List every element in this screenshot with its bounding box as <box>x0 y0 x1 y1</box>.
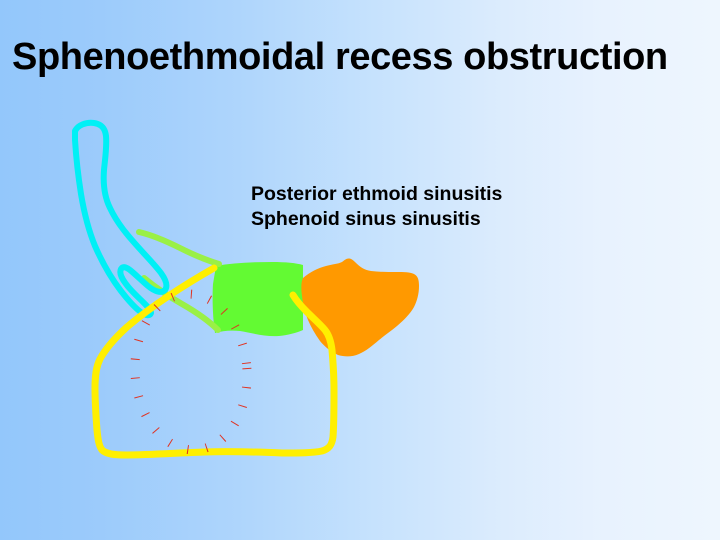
obstruction-marker-oval <box>130 289 252 455</box>
sphenoid-sinus-region <box>301 258 419 357</box>
posterior-ethmoid-sinus-region <box>212 262 303 337</box>
annotation-label-posterior-ethmoid: Posterior ethmoid sinusitis <box>251 183 503 205</box>
nasopharynx-outline <box>91 264 338 459</box>
annotation-labels: Posterior ethmoid sinusitis Sphenoid sin… <box>251 182 502 232</box>
page-title: Sphenoethmoidal recess obstruction <box>12 36 668 78</box>
sphenoethmoidal-recess-outline-lower <box>141 275 221 333</box>
superior-nasal-passage-outline <box>72 119 170 319</box>
sphenoethmoidal-recess-outline <box>136 229 222 267</box>
annotation-label-sphenoid-sinus: Sphenoid sinus sinusitis <box>251 208 481 230</box>
